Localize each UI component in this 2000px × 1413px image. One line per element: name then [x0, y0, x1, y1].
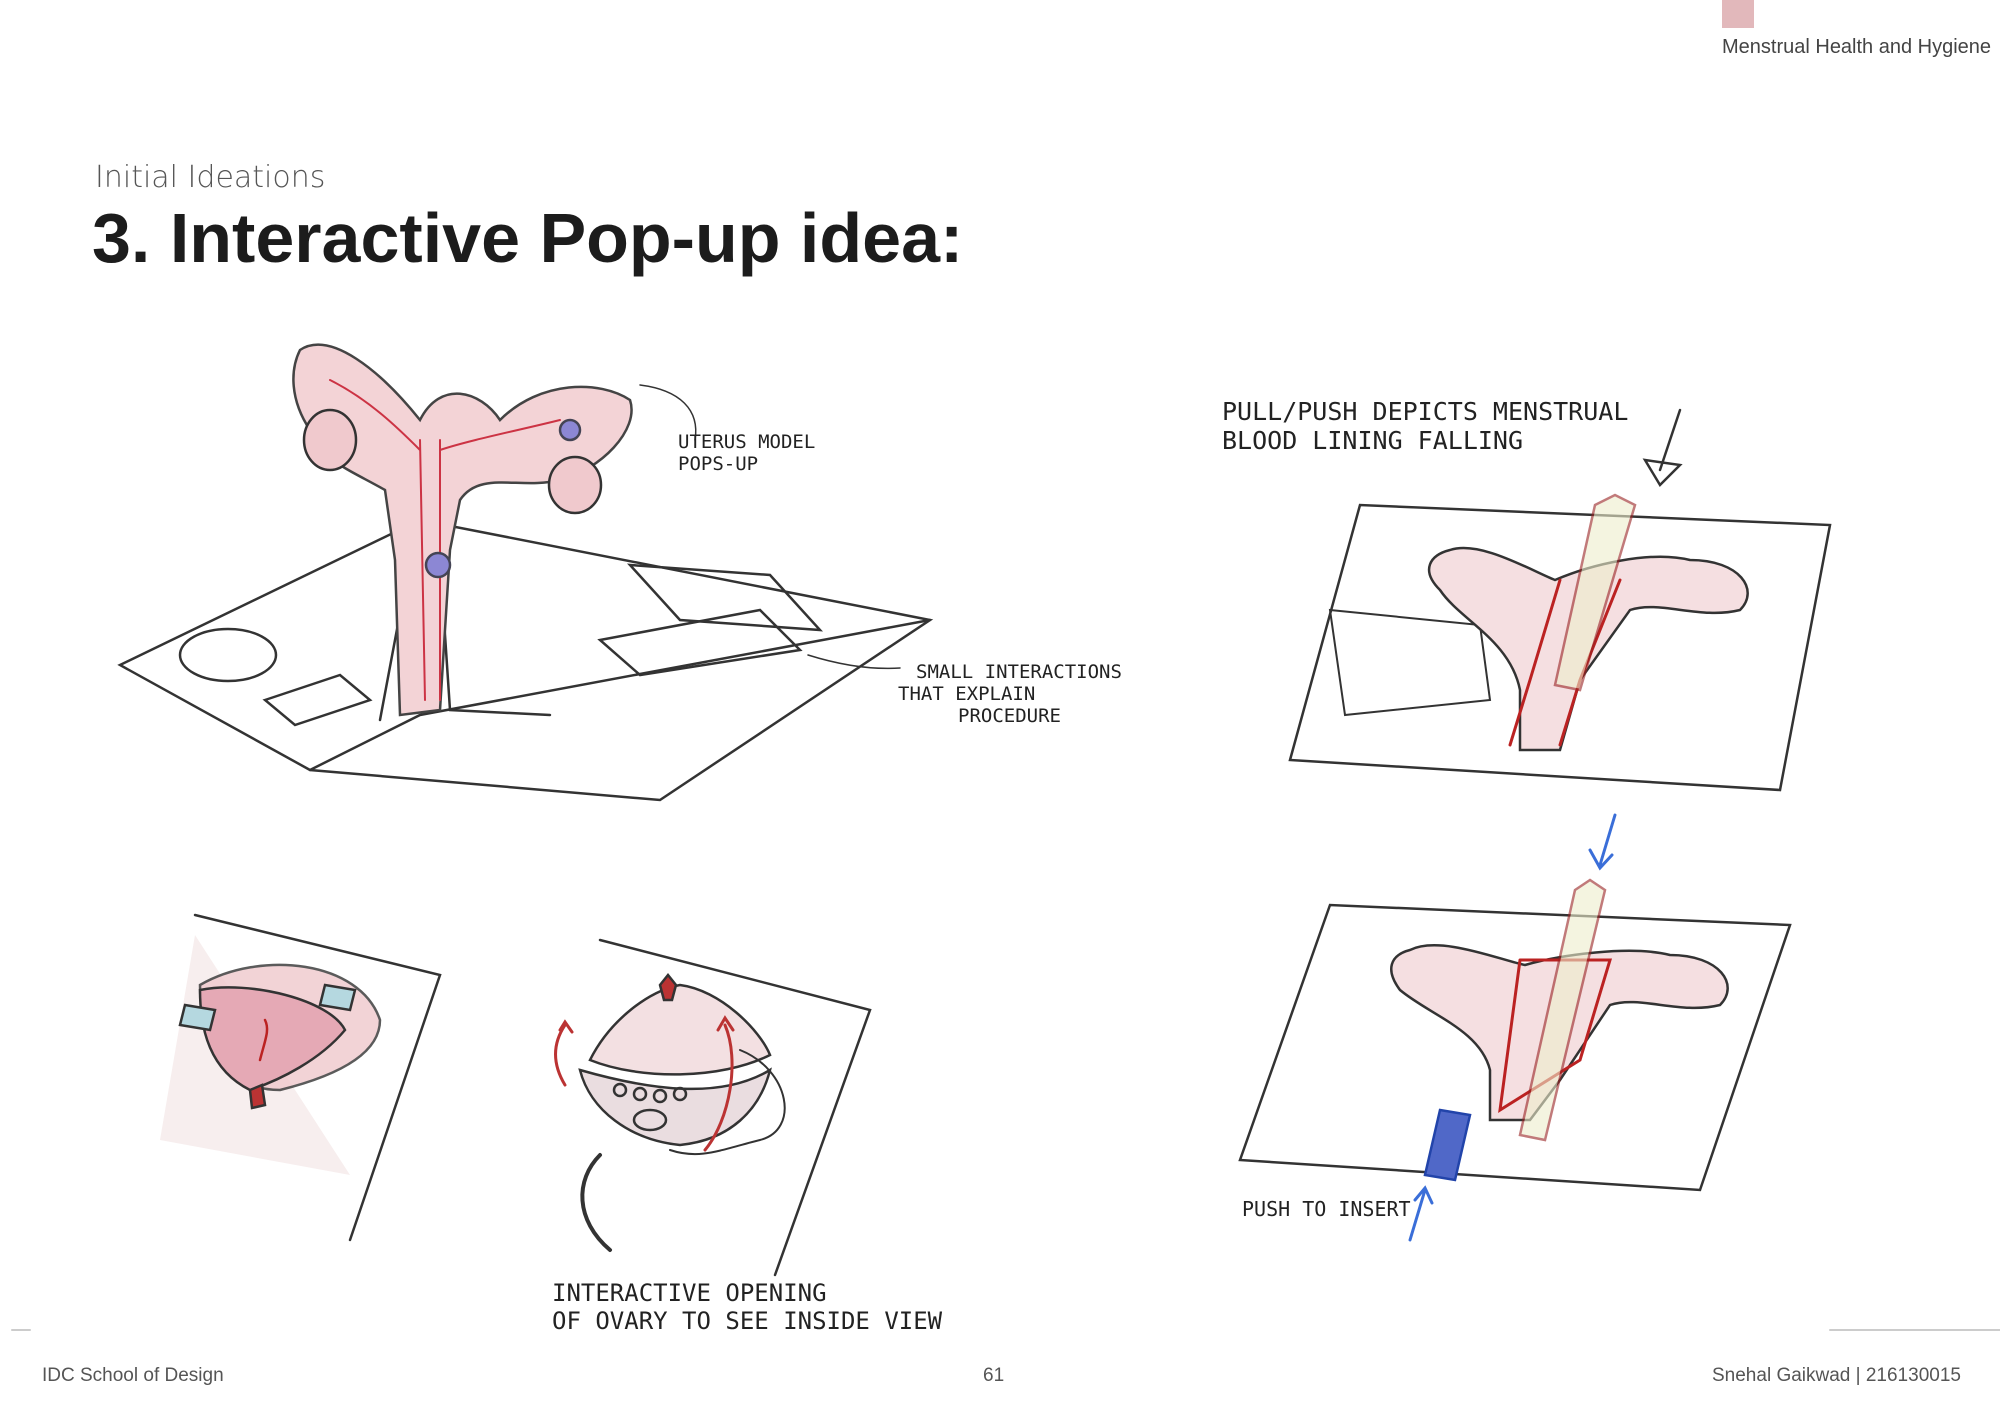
- ovary-opening-sketch: [554, 938, 872, 1277]
- annotation-line: THAT EXPLAIN: [898, 682, 1036, 705]
- annotation-line: PULL/PUSH DEPICTS MENSTRUAL: [1222, 397, 1629, 426]
- annotation-pull-push: PULL/PUSH DEPICTS MENSTRUAL BLOOD LINING…: [1222, 397, 1629, 456]
- ovary-closeup-sketch: [160, 913, 442, 1242]
- annotation-line: POPS-UP: [678, 452, 759, 475]
- annotation-line: OF OVARY TO SEE INSIDE VIEW: [552, 1306, 943, 1335]
- annotation-line: SMALL INTERACTIONS: [916, 661, 1122, 683]
- menstrual-lining-sketch: [1288, 408, 1832, 792]
- push-to-insert-sketch: [1238, 813, 1792, 1242]
- annotation-line: BLOOD LINING FALLING: [1222, 425, 1524, 455]
- annotation-line: UTERUS MODEL: [678, 431, 816, 453]
- uterus-popup-sketch: [117, 343, 934, 802]
- annotation-push-insert: PUSH TO INSERT: [1242, 1197, 1411, 1221]
- annotation-line: INTERACTIVE OPENING: [552, 1279, 827, 1307]
- footer-school: IDC School of Design: [42, 1365, 224, 1386]
- annotation-uterus-popup: UTERUS MODEL POPS-UP: [678, 431, 816, 476]
- annotation-small-interactions: SMALL INTERACTIONS THAT EXPLAIN PROCEDUR…: [898, 661, 1122, 728]
- footer-page-number: 61: [983, 1365, 1005, 1386]
- footer-author: Snehal Gaikwad | 216130015: [1712, 1365, 1961, 1386]
- header-project-title: Menstrual Health and Hygiene: [1722, 36, 1992, 58]
- page-title: 3. Interactive Pop-up idea:: [92, 199, 964, 277]
- section-label: Initial Ideations: [95, 160, 326, 195]
- annotation-ovary-opening: INTERACTIVE OPENING OF OVARY TO SEE INSI…: [552, 1279, 943, 1335]
- accent-swatch: [1722, 0, 1754, 28]
- annotation-line: PROCEDURE: [958, 704, 1061, 727]
